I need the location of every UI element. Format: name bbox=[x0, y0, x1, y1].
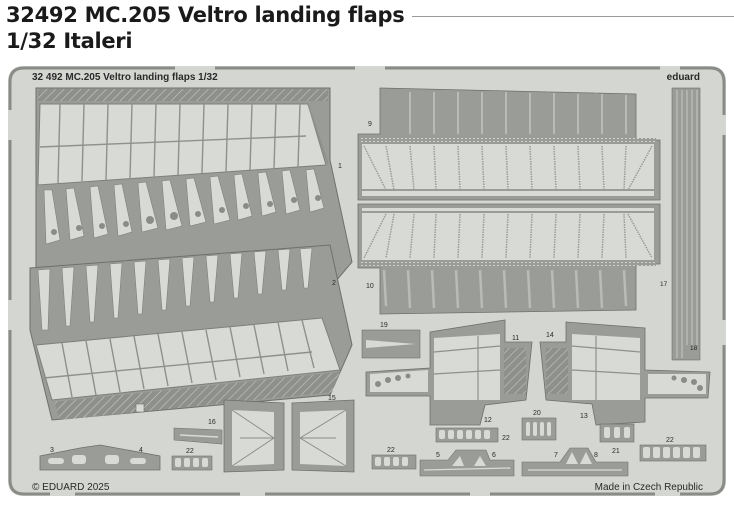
part-5-6: 5 6 bbox=[419, 449, 515, 477]
origin-text: Made in Czech Republic bbox=[595, 482, 703, 493]
part-1-flap: 1 bbox=[35, 87, 353, 301]
part-label-8: 8 bbox=[594, 452, 598, 459]
part-11-12: 11 12 bbox=[365, 319, 533, 426]
part-21: 21 bbox=[599, 423, 635, 455]
part-label-3: 3 bbox=[50, 447, 54, 454]
product-title: 32492 MC.205 Veltro landing flaps 1/32 I… bbox=[6, 2, 405, 54]
part-15-16-frames: 15 bbox=[223, 395, 355, 473]
part-label-15: 15 bbox=[328, 395, 336, 402]
part-10-flap: 10 bbox=[357, 203, 661, 315]
part-label-9: 9 bbox=[368, 121, 372, 128]
sheet-title: 32 492 MC.205 Veltro landing flaps 1/32 bbox=[32, 72, 218, 83]
part-19: 19 bbox=[361, 322, 421, 359]
part-label-2: 2 bbox=[332, 280, 336, 287]
part-14-13: 14 13 bbox=[539, 321, 711, 426]
part-22-comb-b: 22 bbox=[371, 447, 417, 470]
header-divider bbox=[412, 16, 734, 17]
part-2-flap: 2 bbox=[29, 244, 353, 421]
part-label-19: 19 bbox=[380, 322, 388, 329]
product-title-line2: 1/32 Italeri bbox=[6, 29, 133, 53]
part-17-18-strips: 17 18 bbox=[660, 87, 701, 361]
part-label-11: 11 bbox=[512, 335, 519, 342]
part-label-12: 12 bbox=[484, 417, 492, 424]
part-label-20: 20 bbox=[533, 410, 541, 417]
part-label-13: 13 bbox=[580, 413, 588, 420]
part-label-1: 1 bbox=[338, 163, 342, 170]
part-3-4: 3 4 bbox=[39, 444, 161, 471]
part-22-comb-c: 22 bbox=[435, 427, 510, 443]
part-label-4: 4 bbox=[139, 447, 143, 454]
part-label-21: 21 bbox=[612, 448, 620, 455]
part-label-6: 6 bbox=[492, 452, 496, 459]
part-label-22: 22 bbox=[387, 447, 395, 454]
part-7-8: 7 8 bbox=[521, 447, 629, 477]
part-20: 20 bbox=[521, 410, 557, 441]
part-22-comb-a: 22 bbox=[171, 448, 213, 471]
part-16: 16 bbox=[173, 419, 223, 445]
part-label-22: 22 bbox=[186, 448, 194, 455]
part-9-flap: 9 bbox=[357, 87, 661, 201]
part-label-10: 10 bbox=[366, 283, 374, 290]
eduard-logo: eduard bbox=[667, 72, 700, 83]
part-label-7: 7 bbox=[554, 452, 558, 459]
part-label-17: 17 bbox=[660, 281, 668, 288]
part-label-18: 18 bbox=[690, 345, 698, 352]
part-label-14: 14 bbox=[546, 332, 554, 339]
part-22-comb-d: 22 bbox=[639, 437, 707, 462]
part-label-22: 22 bbox=[502, 435, 510, 442]
part-label-22: 22 bbox=[666, 437, 674, 444]
part-label-5: 5 bbox=[436, 452, 440, 459]
product-title-line1: 32492 MC.205 Veltro landing flaps bbox=[6, 3, 405, 27]
part-label-16: 16 bbox=[208, 419, 216, 426]
copyright-text: © EDUARD 2025 bbox=[32, 482, 110, 493]
